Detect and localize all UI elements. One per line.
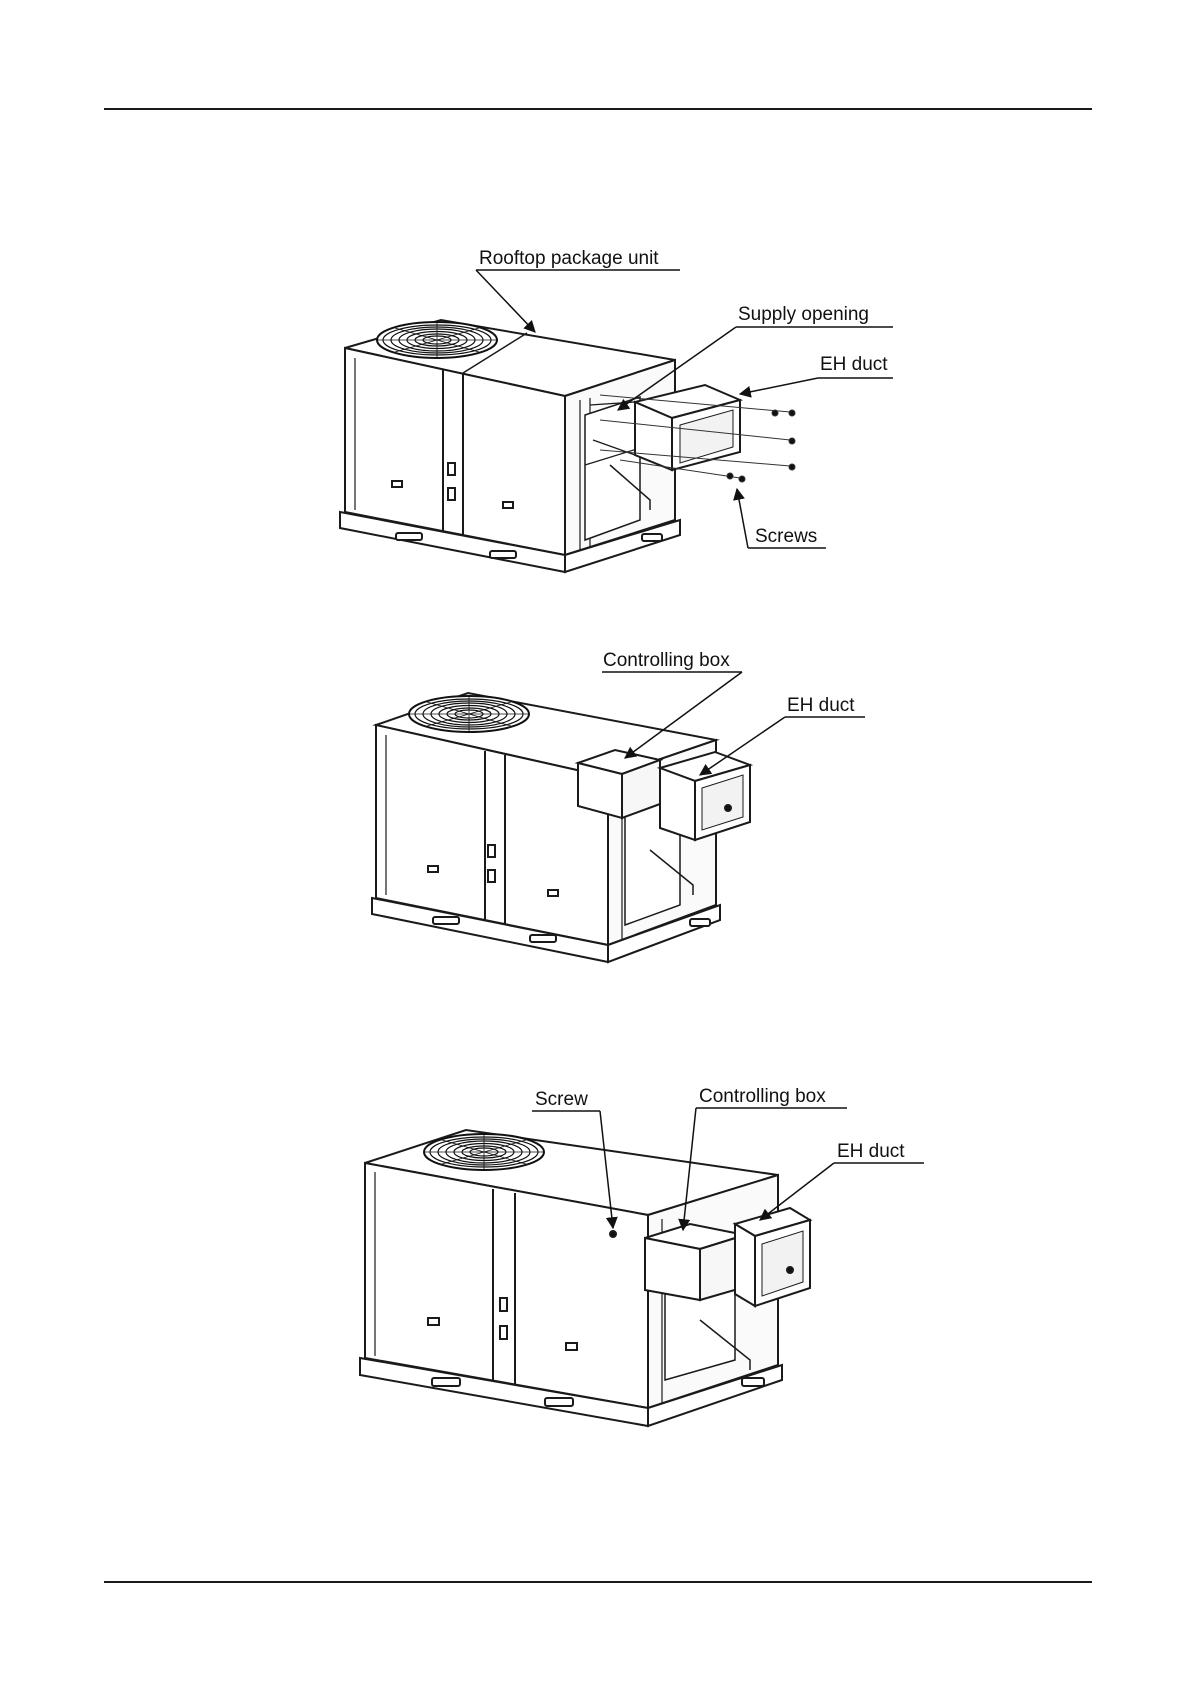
- label-eh-duct-1: EH duct: [820, 354, 888, 375]
- figure-2-eh-duct: [660, 752, 750, 840]
- figure-2-controlling-box: [578, 750, 660, 818]
- label-screw: Screw: [535, 1089, 588, 1110]
- label-eh-duct-2: EH duct: [787, 695, 855, 716]
- figure-3-controlling-box: [645, 1224, 745, 1300]
- figure-1-unit: [340, 320, 680, 572]
- label-eh-duct-3: EH duct: [837, 1141, 905, 1162]
- label-rooftop-unit: Rooftop package unit: [479, 248, 659, 269]
- label-supply-opening: Supply opening: [738, 304, 869, 325]
- label-screws: Screws: [755, 526, 817, 547]
- label-controlling-box-3: Controlling box: [699, 1086, 826, 1107]
- label-controlling-box-2: Controlling box: [603, 650, 730, 671]
- figure-3-eh-duct: [735, 1208, 810, 1306]
